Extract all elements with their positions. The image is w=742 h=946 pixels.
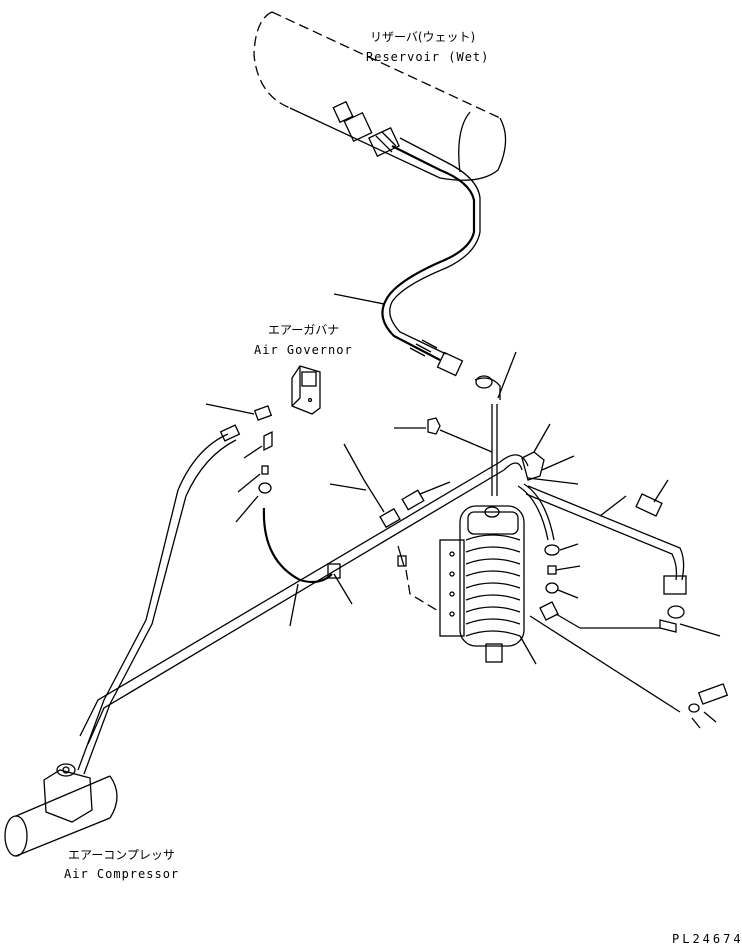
drawing-number: PL24674	[672, 932, 742, 946]
reservoir-tank	[253, 11, 507, 181]
elbow-fitting	[474, 351, 517, 496]
air-governor	[291, 365, 321, 415]
air-governor-label-jp: エアーガバナ	[268, 323, 340, 337]
governor-line	[77, 424, 241, 775]
cooler-coil-unit	[439, 505, 537, 665]
reservoir-label-en: Reservoir (Wet)	[366, 50, 490, 64]
air-compressor-label-jp: エアーコンプレッサ	[68, 848, 175, 862]
air-compressor-label-en: Air Compressor	[64, 867, 180, 881]
governor-fittings	[205, 403, 333, 584]
reservoir-hose	[333, 137, 481, 377]
main-discharge-pipe	[79, 443, 529, 745]
air-governor-label-en: Air Governor	[254, 343, 353, 357]
right-small-fittings	[529, 543, 729, 729]
reservoir-label-jp: リザーバ(ウェット)	[370, 30, 476, 44]
air-compressor	[4, 763, 118, 857]
nut-fittings	[394, 417, 579, 541]
right-pipe	[525, 479, 721, 637]
